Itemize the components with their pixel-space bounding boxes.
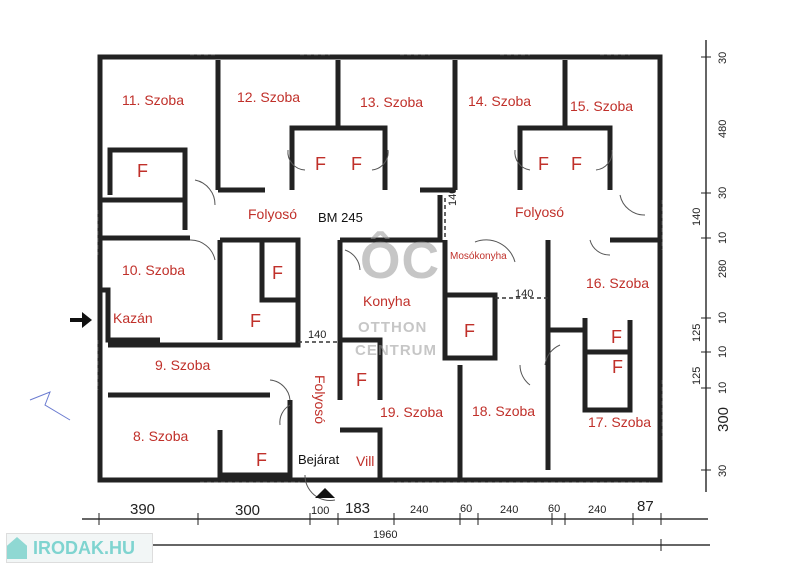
- right-dimension: 30 480 30 140 10 280 10 125 10 125 10 30…: [691, 40, 732, 492]
- room-14-label: 14. Szoba: [468, 93, 531, 109]
- toilet-label: F: [351, 154, 362, 174]
- bm-label: BM 245: [318, 210, 363, 225]
- kitchen-label: Konyha: [363, 293, 411, 309]
- svg-text:10: 10: [717, 382, 729, 394]
- main-entrance-arrow-icon: [315, 488, 335, 498]
- bottom-dimension: 390 300 100 183 240 60 240 60 240 87 196…: [82, 498, 710, 551]
- doors: [189, 149, 646, 501]
- toilet-label: F: [464, 321, 475, 341]
- room-13-label: 13. Szoba: [360, 94, 423, 110]
- entrance-label: Bejárat: [298, 452, 340, 467]
- total-width: 1960: [373, 529, 397, 541]
- svg-text:240: 240: [500, 504, 518, 516]
- svg-text:100: 100: [311, 505, 329, 517]
- svg-text:10: 10: [717, 232, 729, 244]
- corridor-label-vertical: Folyosó: [312, 375, 328, 424]
- toilet-labels: F F F F F F F F F F F F: [137, 154, 623, 470]
- outer-walls: [97, 54, 663, 483]
- room-17-label: 17. Szoba: [588, 414, 651, 430]
- toilet-label: F: [256, 450, 267, 470]
- svg-text:280: 280: [717, 260, 729, 278]
- svg-text:87: 87: [637, 498, 654, 515]
- toilet-label: F: [611, 327, 622, 347]
- svg-text:ÔC: ÔC: [360, 231, 440, 290]
- room-8-label: 8. Szoba: [133, 428, 188, 444]
- boiler-entrance-arrow-icon: [70, 312, 92, 328]
- interior-walls: [100, 60, 660, 478]
- irodak-logo: IRODAK.HU: [6, 533, 153, 563]
- inner-dim-140: 140: [308, 329, 326, 341]
- toilet-label: F: [250, 311, 261, 331]
- pen-mark: [29, 391, 71, 421]
- svg-text:60: 60: [548, 503, 560, 515]
- svg-text:300: 300: [715, 407, 732, 432]
- svg-text:390: 390: [130, 501, 155, 518]
- toilet-label: F: [612, 357, 623, 377]
- svg-text:30: 30: [717, 187, 729, 199]
- room-12-label: 12. Szoba: [237, 89, 300, 105]
- laundry-label: Mosókonyha: [450, 251, 507, 262]
- toilet-label: F: [272, 263, 283, 283]
- toilet-label: F: [571, 154, 582, 174]
- corridor-label-left: Folyosó: [248, 206, 297, 222]
- svg-text:CENTRUM: CENTRUM: [355, 342, 437, 359]
- svg-text:10: 10: [717, 346, 729, 358]
- room-19-label: 19. Szoba: [380, 404, 443, 420]
- room-10-label: 10. Szoba: [122, 262, 185, 278]
- svg-text:30: 30: [717, 52, 729, 64]
- toilet-label: F: [137, 161, 148, 181]
- room-15-label: 15. Szoba: [570, 98, 633, 114]
- svg-text:30: 30: [717, 465, 729, 477]
- inner-dim-140: 140: [515, 288, 533, 300]
- room-9-label: 9. Szoba: [155, 357, 210, 373]
- svg-text:10: 10: [717, 312, 729, 324]
- room-11-label: 11. Szoba: [122, 92, 184, 108]
- svg-text:60: 60: [460, 503, 472, 515]
- boiler-room-label: Kazán: [113, 310, 153, 326]
- svg-text:240: 240: [410, 504, 428, 516]
- electric-label: Vill: [356, 453, 374, 469]
- corridor-label-right: Folyosó: [515, 204, 564, 220]
- house-icon: [7, 537, 27, 559]
- toilet-label: F: [356, 370, 367, 390]
- svg-text:125: 125: [691, 324, 703, 342]
- svg-text:140: 140: [691, 208, 703, 226]
- toilet-label: F: [538, 154, 549, 174]
- room-18-label: 18. Szoba: [472, 403, 535, 419]
- svg-text:240: 240: [588, 504, 606, 516]
- logo-text: IRODAK.HU: [33, 537, 135, 558]
- svg-text:300: 300: [235, 502, 260, 519]
- room-16-label: 16. Szoba: [586, 275, 649, 291]
- svg-text:125: 125: [691, 367, 703, 385]
- inner-dim-140: 140: [447, 188, 459, 206]
- toilet-label: F: [315, 154, 326, 174]
- watermark: ÔC OTTHON CENTRUM: [355, 231, 440, 359]
- svg-text:183: 183: [345, 500, 370, 517]
- svg-text:OTTHON: OTTHON: [358, 319, 427, 336]
- svg-text:480: 480: [717, 120, 729, 138]
